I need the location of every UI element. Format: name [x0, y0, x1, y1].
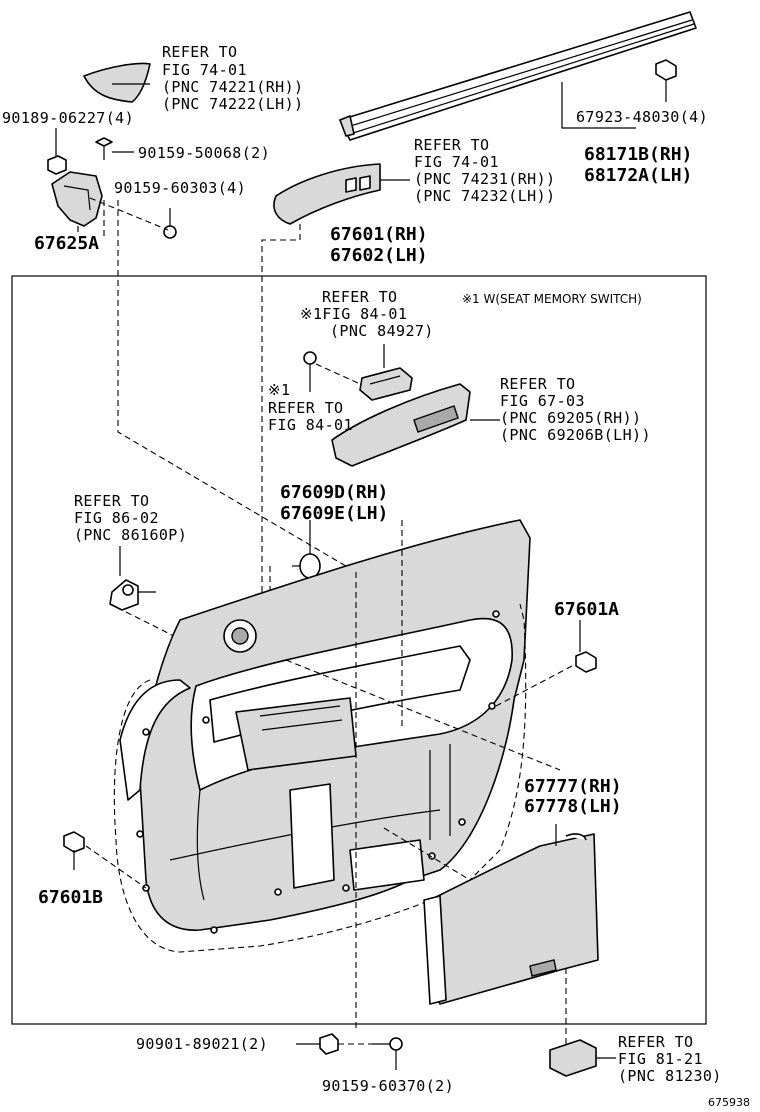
label-90901: 90901-89021(2) [136, 1035, 268, 1053]
svg-text:REFER TO: REFER TO [322, 288, 397, 306]
label-67625a: 67625A [34, 233, 99, 254]
svg-text:※1FIG 84-01: ※1FIG 84-01 [300, 305, 407, 323]
svg-text:REFER TO: REFER TO [74, 492, 149, 510]
clip-90901-part [296, 1033, 339, 1055]
svg-text:(PNC 84927): (PNC 84927) [330, 322, 434, 340]
pull-handle-part [119, 679, 191, 801]
lamp-67609-part [292, 520, 321, 579]
label-67777: 67777(RH) [524, 776, 622, 797]
svg-text:FIG 84-01: FIG 84-01 [268, 416, 353, 434]
svg-text:(PNC 81230): (PNC 81230) [618, 1067, 722, 1085]
screw-90159-60370-part [372, 1037, 403, 1070]
svg-text:REFER TO: REFER TO [162, 43, 237, 61]
svg-text:(PNC 74231(RH)): (PNC 74231(RH)) [414, 170, 555, 188]
clip-90189-part [47, 128, 67, 175]
pocket-67777-part [423, 824, 599, 1005]
label-67601: 67601(RH) [330, 224, 428, 245]
svg-text:※1: ※1 [268, 381, 290, 399]
mirror-cover-part [83, 62, 151, 103]
label-90159-60370: 90159-60370(2) [322, 1077, 454, 1095]
svg-text:REFER TO: REFER TO [618, 1033, 693, 1051]
svg-text:(PNC 74222(LH)): (PNC 74222(LH)) [162, 95, 303, 113]
label-90159-50068: 90159-50068(2) [138, 144, 270, 162]
label-90159-60303: 90159-60303(4) [114, 179, 246, 197]
svg-text:(PNC 69205(RH)): (PNC 69205(RH)) [500, 409, 641, 427]
svg-text:FIG 81-21: FIG 81-21 [618, 1050, 703, 1068]
label-67609e: 67609E(LH) [280, 503, 388, 524]
label-67609d: 67609D(RH) [280, 482, 388, 503]
svg-text:FIG 74-01: FIG 74-01 [414, 153, 499, 171]
door-trim-panel-part [139, 519, 531, 931]
label-ref-84-01-b: ※1 REFER TO FIG 84-01 [268, 381, 353, 434]
outer-trim-panel-part [113, 603, 527, 953]
svg-text:FIG 86-02: FIG 86-02 [74, 509, 159, 527]
svg-text:FIG 67-03: FIG 67-03 [500, 392, 585, 410]
svg-text:REFER TO: REFER TO [414, 136, 489, 154]
label-ref-84-01-a: REFER TO ※1FIG 84-01 (PNC 84927) [300, 288, 434, 340]
svg-text:(PNC 86160P): (PNC 86160P) [74, 526, 187, 544]
bracket-67625a-part [51, 171, 103, 232]
belt-moulding-part [339, 11, 697, 141]
armrest-switch-base-part [331, 383, 500, 467]
svg-text:(PNC 69206B(LH)): (PNC 69206B(LH)) [500, 426, 651, 444]
screw-84-01-part [303, 351, 361, 385]
clip-67601a-part [575, 620, 597, 673]
switch-81230-part [549, 1039, 616, 1077]
note-seat-memory-switch: ※1 W(SEAT MEMORY SWITCH) [462, 292, 642, 306]
figure-id: 675938 [708, 1096, 750, 1109]
svg-text:(PNC 74221(RH)): (PNC 74221(RH)) [162, 78, 303, 96]
assembly-frame [11, 275, 707, 1025]
label-90189: 90189-06227(4) [2, 109, 134, 127]
label-ref-74-01-a: REFER TO FIG 74-01 (PNC 74221(RH)) (PNC … [162, 43, 303, 113]
label-ref-67-03: REFER TO FIG 67-03 (PNC 69205(RH)) (PNC … [500, 375, 651, 444]
label-67602: 67602(LH) [330, 245, 428, 266]
svg-text:REFER TO: REFER TO [500, 375, 575, 393]
label-67778: 67778(LH) [524, 796, 622, 817]
svg-text:(PNC 74232(LH)): (PNC 74232(LH)) [414, 187, 555, 205]
label-ref-74-01-b: REFER TO FIG 74-01 (PNC 74231(RH)) (PNC … [414, 136, 555, 205]
window-trim-part [273, 163, 381, 225]
clip-67601b-part [63, 831, 85, 870]
label-67601b: 67601B [38, 887, 103, 908]
label-67923: 67923-48030(4) [576, 108, 708, 126]
bracket-86160p-part [109, 546, 156, 611]
label-67601a: 67601A [554, 599, 619, 620]
svg-text:FIG 74-01: FIG 74-01 [162, 61, 247, 79]
screw-90159-50068-part [95, 137, 134, 160]
seat-memory-switch-part [359, 367, 413, 401]
svg-text:REFER TO: REFER TO [268, 399, 343, 417]
label-68171b: 68171B(RH) [584, 144, 692, 165]
label-ref-86-02: REFER TO FIG 86-02 (PNC 86160P) [74, 492, 187, 544]
clip-67923-part [655, 59, 677, 102]
screw-90159-60303-part [163, 208, 177, 239]
label-ref-81-21: REFER TO FIG 81-21 (PNC 81230) [618, 1033, 722, 1085]
label-68172a: 68172A(LH) [584, 165, 692, 186]
